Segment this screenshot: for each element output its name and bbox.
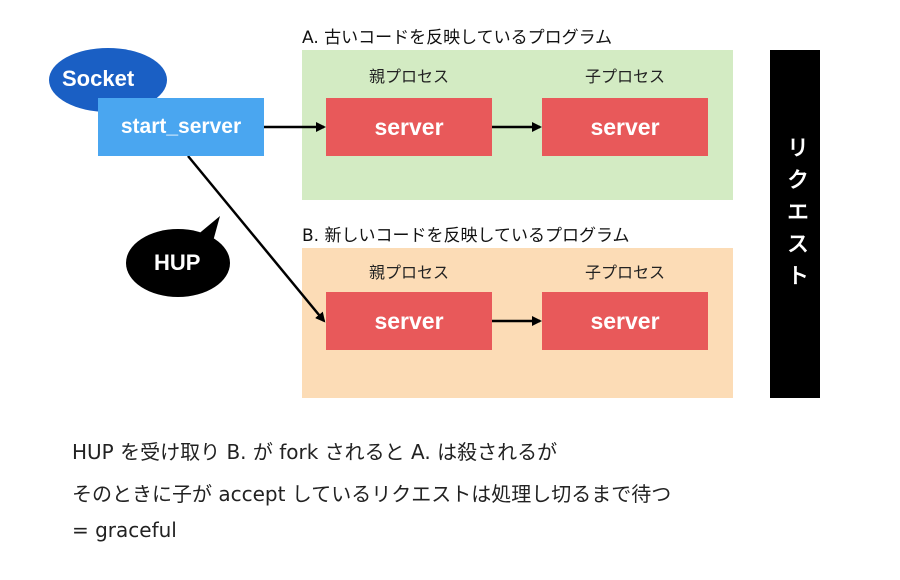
group-b-parent-label: 親プロセス	[368, 263, 449, 282]
group-a-child-server: server	[542, 98, 708, 156]
request-label: リクエスト	[783, 136, 808, 296]
hup-bubble	[126, 216, 230, 297]
start-server-box: start_server	[98, 98, 264, 156]
note-line-1: HUP を受け取り B. が fork されると A. は殺されるが	[72, 440, 558, 464]
note-line-3: = graceful	[72, 518, 177, 542]
group-b-title: B. 新しいコードを反映しているプログラム	[302, 226, 630, 246]
group-b-child-server: server	[542, 292, 708, 350]
group-b-child-label: 子プロセス	[584, 263, 665, 282]
group-b-parent-server: server	[326, 292, 492, 350]
group-a-parent-server: server	[326, 98, 492, 156]
group-a-title: A. 古いコードを反映しているプログラム	[302, 28, 613, 48]
note-line-2: そのときに子が accept しているリクエストは処理し切るまで待つ	[72, 482, 672, 506]
hup-label: HUP	[154, 250, 201, 275]
request-bar: リクエスト	[770, 50, 820, 398]
group-a-parent-label: 親プロセス	[368, 67, 449, 86]
arrow-start-to-b-parent	[187, 155, 326, 323]
socket-label: Socket	[62, 66, 135, 91]
group-a-child-label: 子プロセス	[584, 67, 665, 86]
